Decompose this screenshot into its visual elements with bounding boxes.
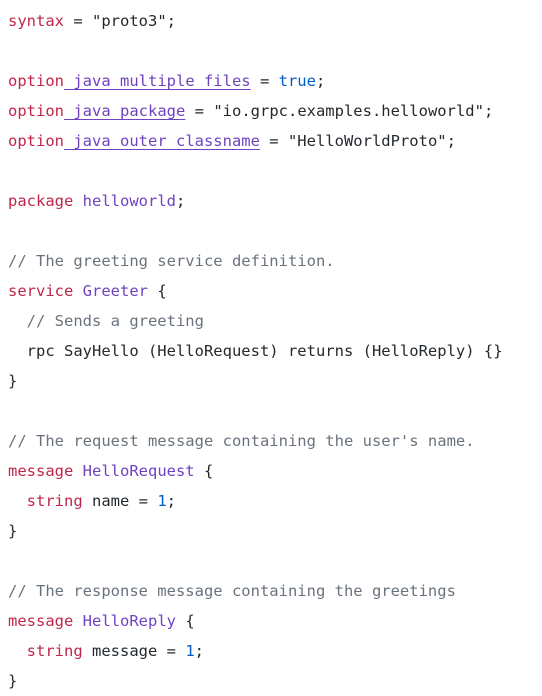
package-name: helloworld [73, 192, 176, 210]
field-name: name = [82, 492, 158, 510]
keyword-service: service [8, 282, 74, 300]
option-name: java_multiple_files [64, 72, 251, 90]
code-line-field-name: string name = 1; [26, 492, 177, 510]
field-number: 1 [157, 492, 167, 510]
comment: // The greeting service definition. [8, 252, 335, 270]
blank-line [8, 156, 542, 186]
code-line-message-reply: message HelloReply { [8, 612, 195, 630]
keyword-syntax: syntax [8, 12, 64, 30]
string-proto3: "proto3" [92, 12, 167, 30]
code-line-message-request: message HelloRequest { [8, 462, 214, 480]
code-line-option-java-package: option java_package = "io.grpc.examples.… [8, 102, 494, 120]
rpc-definition: rpc SayHello (HelloRequest) returns (Hel… [8, 342, 503, 360]
code-line-option-multiple-files: option java_multiple_files = true; [8, 72, 326, 90]
blank-line [8, 216, 542, 246]
type-string: string [26, 492, 83, 510]
keyword-option: option [8, 102, 64, 120]
code-line-comment: // Sends a greeting [8, 306, 542, 336]
code-line-rpc: rpc SayHello (HelloRequest) returns (Hel… [8, 336, 542, 366]
field-number: 1 [185, 642, 195, 660]
field-name: message = [82, 642, 186, 660]
code-line-comment: // The response message containing the g… [8, 576, 542, 606]
type-string: string [26, 642, 83, 660]
keyword-message: message [8, 612, 74, 630]
keyword-option: option [8, 132, 64, 150]
boolean-value: true [278, 72, 316, 90]
option-name: java_outer_classname [64, 132, 260, 150]
string-value: "io.grpc.examples.helloworld" [213, 102, 484, 120]
keyword-message: message [8, 462, 74, 480]
keyword-package: package [8, 192, 74, 210]
keyword-option: option [8, 72, 64, 90]
code-line-option-outer-classname: option java_outer_classname = "HelloWorl… [8, 132, 456, 150]
code-line-comment: // The request message containing the us… [8, 426, 542, 456]
message-name: HelloReply [73, 612, 176, 630]
code-line-syntax: syntax = "proto3"; [8, 12, 176, 30]
string-value: "HelloWorldProto" [287, 132, 447, 150]
code-line-close-brace: } [8, 372, 18, 390]
code-line-package: package helloworld; [8, 192, 186, 210]
code-line-close-brace: } [8, 522, 18, 540]
code-line-field-message: string message = 1; [26, 642, 205, 660]
code-line-close-brace: } [8, 672, 18, 690]
comment: // The request message containing the us… [8, 432, 475, 450]
blank-line [8, 396, 542, 426]
code-line-comment: // The greeting service definition. [8, 246, 542, 276]
blank-line [8, 546, 542, 576]
service-name: Greeter [73, 282, 148, 300]
message-name: HelloRequest [73, 462, 195, 480]
blank-line [8, 36, 542, 66]
comment: // Sends a greeting [8, 312, 204, 330]
code-line-service: service Greeter { [8, 282, 167, 300]
option-name: java_package [64, 102, 186, 120]
comment: // The response message containing the g… [8, 582, 456, 600]
